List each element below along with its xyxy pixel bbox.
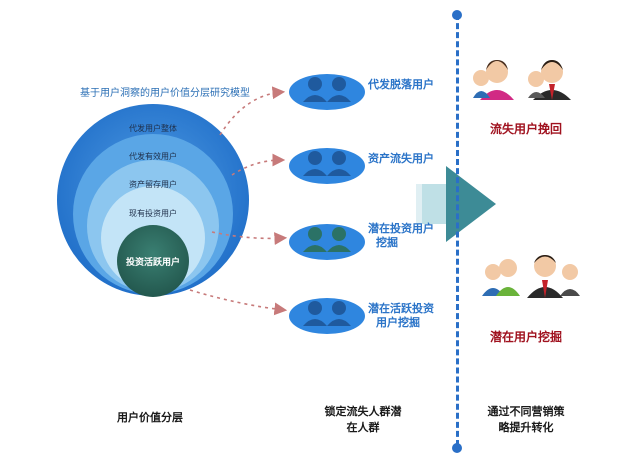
column-title-2: 锁定流失人群潜 在人群 bbox=[324, 405, 402, 434]
divider-dot-top bbox=[452, 10, 462, 20]
group-label-4: 潜在活跃投资 用户挖掘 bbox=[368, 302, 434, 329]
target-label-1: 流失用户挽回 bbox=[490, 122, 563, 136]
layer-label-4: 现有投资用户 bbox=[129, 209, 177, 218]
connector-arrow-1 bbox=[219, 86, 286, 136]
connector-arrow-3 bbox=[211, 231, 288, 245]
group-label-1: 代发脱落用户 bbox=[368, 78, 434, 91]
people-pair-icon bbox=[473, 60, 571, 100]
model-title: 基于用户洞察的用户价值分层研究模型 bbox=[80, 88, 250, 99]
people-group-icon bbox=[289, 224, 365, 260]
column-title-3: 通过不同营销策 略提升转化 bbox=[487, 405, 565, 434]
divider-line bbox=[456, 14, 459, 446]
group-label-3: 潜在投资用户 挖掘 bbox=[368, 222, 434, 249]
group-label-2: 资产流失用户 bbox=[368, 152, 434, 165]
layer-label-3: 资产留存用户 bbox=[129, 180, 177, 189]
people-group-icon bbox=[482, 255, 580, 298]
layer-label-1: 代发用户整体 bbox=[129, 124, 177, 133]
layer-label-2: 代发有效用户 bbox=[129, 152, 177, 161]
divider-dot-bottom bbox=[452, 443, 462, 453]
target-label-2: 潜在用户挖掘 bbox=[490, 330, 563, 344]
layer-circle-core bbox=[117, 225, 189, 297]
core-label: 投资活跃用户 bbox=[125, 258, 180, 268]
people-group-icon bbox=[289, 298, 365, 334]
column-title-1: 用户价值分层 bbox=[117, 411, 183, 424]
connector-arrow-4 bbox=[189, 289, 288, 316]
people-group-icon bbox=[289, 148, 365, 184]
people-group-icon bbox=[289, 74, 365, 110]
